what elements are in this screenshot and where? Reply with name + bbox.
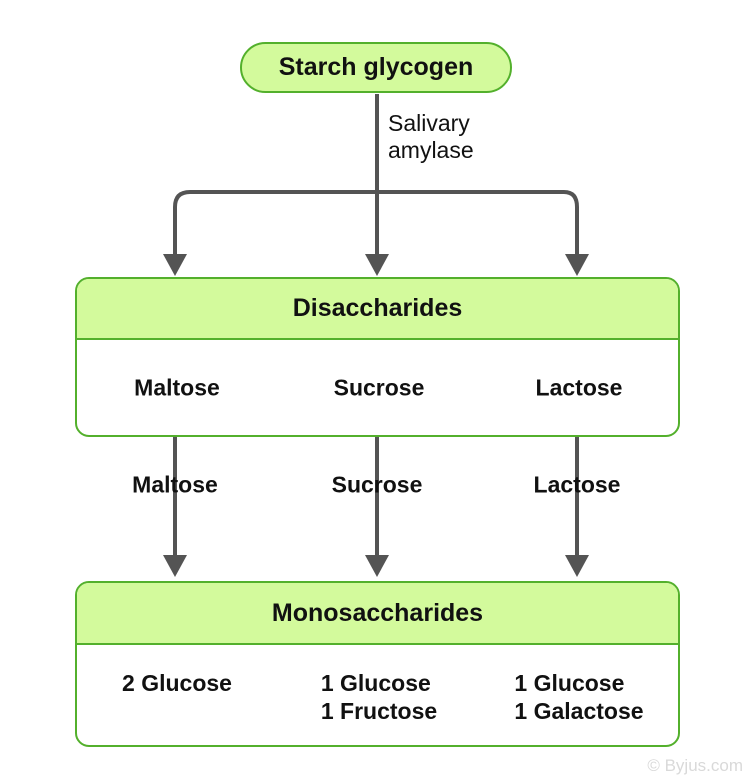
disaccharides-title: Disaccharides <box>292 294 463 322</box>
product-line: 1 Fructose <box>320 698 438 724</box>
disaccharide-item-sucrose: Sucrose <box>333 374 425 400</box>
arrow-down-icon <box>565 254 589 276</box>
disaccharides-header: Disaccharides <box>77 279 678 340</box>
flow-label-maltose: Maltose <box>132 471 218 498</box>
product-col-lactose: 1 Glucose 1 Galactose <box>514 669 643 725</box>
arrow-down-icon <box>163 555 187 577</box>
arrow-down-icon <box>365 555 389 577</box>
disaccharide-item-lactose: Lactose <box>535 374 623 400</box>
root-node-starch-glycogen: Starch glycogen <box>240 42 512 93</box>
byjus-watermark: © Byjus.com <box>647 756 743 775</box>
monosaccharides-box: Monosaccharides 2 Glucose 1 Glucose 1 Fr… <box>75 581 680 747</box>
disaccharides-body: Maltose Sucrose Lactose <box>77 340 678 435</box>
arrow-down-icon <box>565 555 589 577</box>
disaccharides-box: Disaccharides Maltose Sucrose Lactose <box>75 277 680 437</box>
flow-label-sucrose: Sucrose <box>331 471 423 498</box>
arrow-down-icon <box>163 254 187 276</box>
product-col-maltose: 2 Glucose <box>122 669 232 697</box>
monosaccharides-title: Monosaccharides <box>271 598 484 627</box>
product-line: 1 Glucose <box>514 670 625 696</box>
monosaccharides-header: Monosaccharides <box>77 583 678 645</box>
disaccharide-item-maltose: Maltose <box>134 374 220 400</box>
enzyme-label: Salivary amylase <box>388 110 474 164</box>
enzyme-label-line1: Salivary <box>388 110 470 136</box>
flow-label-lactose: Lactose <box>533 471 621 498</box>
product-line: 2 Glucose <box>122 670 232 696</box>
enzyme-label-line2: amylase <box>388 137 474 163</box>
branch-line <box>173 190 579 256</box>
product-line: 1 Glucose <box>320 670 431 696</box>
product-line: 1 Galactose <box>514 698 644 724</box>
root-node-label: Starch glycogen <box>278 53 474 81</box>
monosaccharides-body: 2 Glucose 1 Glucose 1 Fructose 1 Glucose… <box>77 645 678 745</box>
product-col-sucrose: 1 Glucose 1 Fructose <box>321 669 437 725</box>
arrow-down-icon <box>365 254 389 276</box>
